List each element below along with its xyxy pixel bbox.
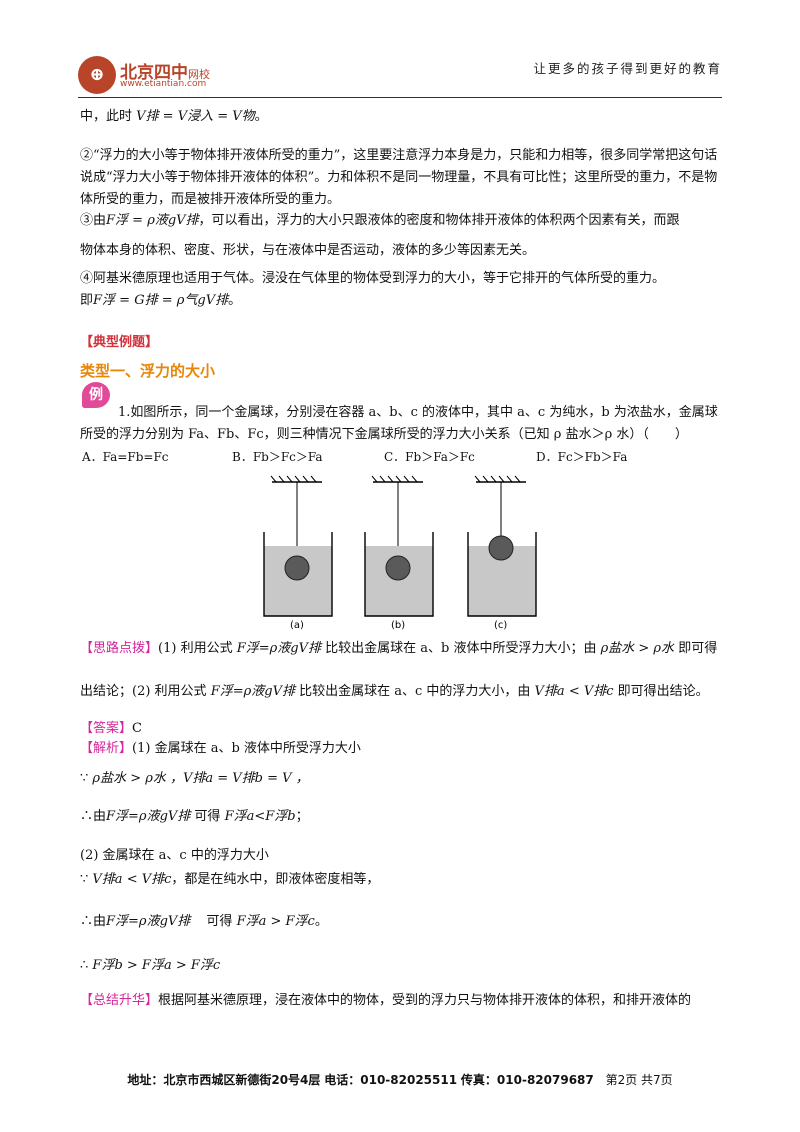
text: ∴ bbox=[80, 958, 89, 973]
text: 出结论；(2) 利用公式 bbox=[80, 684, 207, 699]
text: ，可以看出，浮力的大小只跟液体的密度和物体排开液体的体积两个因素有关，而跟 bbox=[198, 213, 680, 228]
analysis-line2: (2) 金属球在 a、c 中的浮力大小 bbox=[80, 848, 269, 863]
answer-value: C bbox=[132, 721, 142, 736]
option-a: A．Fa=Fb=Fc bbox=[82, 450, 169, 464]
page-number: 第2页 共7页 bbox=[605, 1073, 673, 1087]
text: ∵ bbox=[80, 771, 89, 786]
formula: F浮 = G排 = ρ气gV排 bbox=[93, 293, 229, 308]
text: 即 bbox=[80, 293, 94, 308]
container-c bbox=[467, 475, 537, 617]
hint-line2: 出结论；(2) 利用公式 F浮=ρ液gV排 比较出金属球在 a、c 中的浮力大小… bbox=[80, 681, 720, 703]
page-footer: 地址：北京市西城区新德街20号4层 电话：010-82025511 传真：010… bbox=[0, 1071, 800, 1088]
text: (1) 利用公式 bbox=[158, 641, 233, 656]
phone-label: 电话： bbox=[324, 1073, 361, 1087]
text: 可得 bbox=[206, 914, 233, 929]
formula: ρ盐水 > ρ水 bbox=[600, 641, 675, 656]
formula: F浮=ρ液gV排 bbox=[210, 684, 295, 699]
paragraph-4: ④阿基米德原理也适用于气体。浸没在气体里的物体受到浮力的大小，等于它排开的气体所… bbox=[80, 271, 666, 286]
text: 。 bbox=[254, 109, 268, 124]
fig-label-c: (c) bbox=[494, 620, 507, 630]
text: 。 bbox=[228, 293, 242, 308]
text: 即可得出结论。 bbox=[617, 684, 709, 699]
text: ∴由 bbox=[80, 914, 107, 929]
phone: 010-82025511 bbox=[360, 1073, 458, 1087]
text: 可得 bbox=[194, 809, 221, 824]
paragraph-2: ②“浮力的大小等于物体排开液体所受的重力”，这里要注意浮力本身是力，只能和力相等… bbox=[80, 148, 718, 207]
formula: F浮b > F浮a > F浮c bbox=[92, 958, 221, 973]
container-b bbox=[364, 475, 434, 617]
text: 。 bbox=[314, 914, 328, 929]
therefore-line1: ∴由F浮=ρ液gV排 可得 F浮a<F浮b； bbox=[80, 806, 720, 828]
hint-tag: 【思路点拨】 bbox=[80, 641, 159, 656]
logo-sub: 网校 bbox=[188, 68, 210, 81]
formula: F浮 = ρ液gV排 bbox=[106, 213, 199, 228]
formula: V排 = V浸入 = V物 bbox=[136, 109, 255, 124]
question-1: 1.如图所示，同一个金属球，分别浸在容器 a、b、c 的液体中，其中 a、c 为… bbox=[80, 405, 718, 442]
text: 即可得 bbox=[678, 641, 718, 656]
formula: F浮=ρ液gV排 bbox=[236, 641, 321, 656]
summary-line: 【总结升华】根据阿基米德原理，浸在液体中的物体，受到的浮力只与物体排开液体的体积… bbox=[80, 990, 720, 1012]
logo-emblem-icon: ⊕ bbox=[78, 56, 116, 94]
paragraph-4b: 即F浮 = G排 = ρ气gV排。 bbox=[80, 290, 720, 312]
option-d: D．Fc＞Fb＞Fa bbox=[536, 450, 628, 464]
paragraph-line1: 中，此时 V排 = V浸入 = V物。 bbox=[80, 106, 720, 128]
buoyancy-figure: (a) (b) (c) bbox=[263, 475, 537, 630]
formula: F浮a > F浮c bbox=[236, 914, 315, 929]
header-divider bbox=[78, 97, 722, 98]
formula: F浮=ρ液gV排 bbox=[106, 809, 191, 824]
option-c: C．Fb＞Fa＞Fc bbox=[384, 450, 475, 464]
container-a bbox=[263, 475, 333, 617]
formula: ρ盐水 > ρ水 ，V排a = V排b = V ， bbox=[92, 771, 309, 786]
fax: 010-82079687 bbox=[496, 1073, 594, 1087]
logo-name: 北京四中 bbox=[120, 63, 188, 83]
answer-line: 【答案】C bbox=[80, 718, 720, 740]
option-b: B．Fb＞Fc＞Fa bbox=[232, 450, 323, 464]
school-logo: ⊕ 北京四中网校 www.etiantian.com bbox=[78, 56, 278, 100]
text: 比较出金属球在 a、c 中的浮力大小，由 bbox=[299, 684, 531, 699]
summary-tag: 【总结升华】 bbox=[80, 993, 159, 1008]
therefore-line3: ∴ F浮b > F浮a > F浮c bbox=[80, 955, 720, 977]
text: ∴由 bbox=[80, 809, 107, 824]
text: ，都是在纯水中，即液体密度相等， bbox=[171, 872, 380, 887]
example-badge: 例 bbox=[82, 382, 110, 408]
fig-label-b: (b) bbox=[391, 620, 405, 630]
therefore-line2: ∴由F浮=ρ液gV排 可得 F浮a > F浮c。 bbox=[80, 911, 720, 933]
since-line1: ∵ ρ盐水 > ρ水 ，V排a = V排b = V ， bbox=[80, 768, 720, 790]
formula: F浮a<F浮b bbox=[224, 809, 296, 824]
analysis-line1: 【解析】(1) 金属球在 a、b 液体中所受浮力大小 bbox=[80, 738, 720, 760]
paragraph-3-cont: 物体本身的体积、密度、形状，与在液体中是否运动，液体的多少等因素无关。 bbox=[80, 243, 536, 258]
formula: V排a < V排c bbox=[92, 872, 172, 887]
text: 比较出金属球在 a、b 液体中所受浮力大小；由 bbox=[325, 641, 597, 656]
formula: F浮=ρ液gV排 bbox=[106, 914, 191, 929]
text: 根据阿基米德原理，浸在液体中的物体，受到的浮力只与物体排开液体的体积，和排开液体… bbox=[158, 993, 692, 1008]
logo-url: www.etiantian.com bbox=[120, 79, 207, 89]
analysis-tag: 【解析】 bbox=[80, 741, 133, 756]
text: (1) 金属球在 a、b 液体中所受浮力大小 bbox=[132, 741, 361, 756]
formula: V排a < V排c bbox=[534, 684, 614, 699]
address-label: 地址： bbox=[127, 1073, 164, 1087]
text: ； bbox=[295, 809, 309, 824]
hint-line1: 【思路点拨】(1) 利用公式 F浮=ρ液gV排 比较出金属球在 a、b 液体中所… bbox=[80, 638, 720, 660]
text: ③由 bbox=[80, 213, 107, 228]
type-title: 类型一、浮力的大小 bbox=[80, 362, 216, 380]
text: ∵ bbox=[80, 872, 89, 887]
paragraph-3: ③由F浮 = ρ液gV排，可以看出，浮力的大小只跟液体的密度和物体排开液体的体积… bbox=[80, 210, 720, 232]
address: 北京市西城区新德街20号4层 bbox=[163, 1073, 321, 1087]
header-slogan: 让更多的孩子得到更好的教育 bbox=[533, 61, 722, 76]
answer-tag: 【答案】 bbox=[80, 721, 133, 736]
section-title: 【典型例题】 bbox=[80, 335, 159, 350]
fig-label-a: (a) bbox=[290, 620, 304, 630]
text: 中，此时 bbox=[80, 109, 133, 124]
fax-label: 传真： bbox=[460, 1073, 497, 1087]
since-line2: ∵ V排a < V排c，都是在纯水中，即液体密度相等， bbox=[80, 869, 720, 891]
